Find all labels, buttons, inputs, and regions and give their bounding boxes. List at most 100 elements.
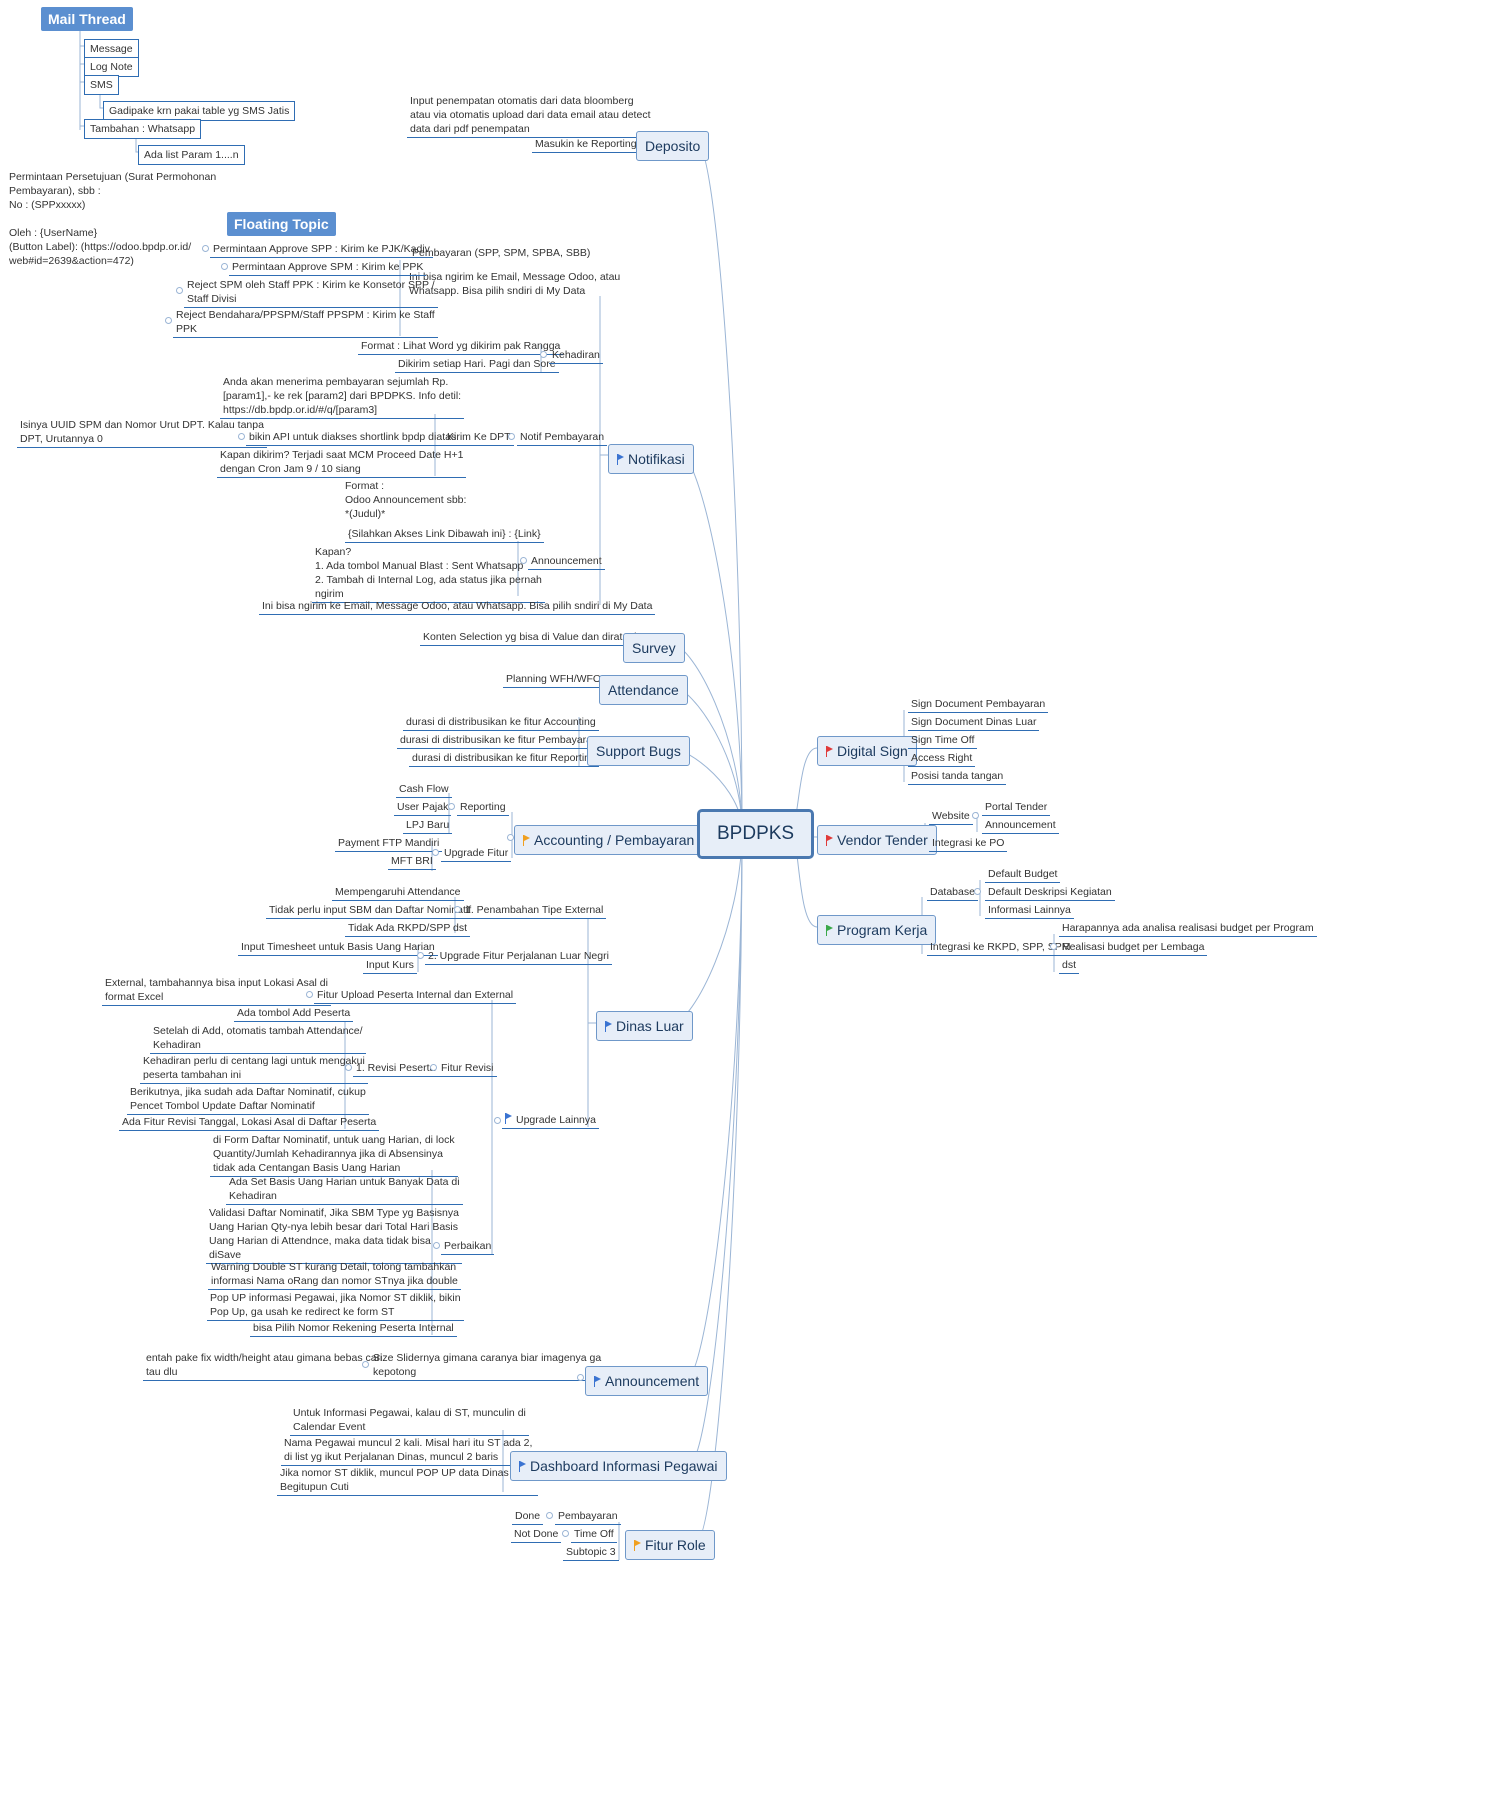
rkpd-dst[interactable]: dst bbox=[1059, 958, 1080, 974]
branch-vendor-tender[interactable]: Vendor Tender bbox=[817, 825, 937, 855]
notif-pembayaran-node[interactable]: Notif Pembayaran bbox=[517, 430, 608, 446]
dashboard-popup[interactable]: Jika nomor ST diklik, muncul POP UP data… bbox=[277, 1466, 539, 1496]
attendance-item[interactable]: Planning WFH/WFO bbox=[503, 672, 605, 688]
perbaikan-validasi[interactable]: Validasi Daftar Nominatif, Jika SBM Type… bbox=[206, 1206, 462, 1264]
rkpd-analisa[interactable]: Harapannya ada analisa realisasi budget … bbox=[1059, 921, 1317, 937]
branch-accounting[interactable]: Accounting / Pembayaran bbox=[514, 825, 704, 855]
branch-attendance[interactable]: Attendance bbox=[599, 675, 688, 705]
ann-link[interactable]: {Silahkan Akses Link Dibawah ini} : {Lin… bbox=[345, 527, 544, 543]
sign-time-off[interactable]: Sign Time Off bbox=[908, 733, 978, 749]
db-default-budget[interactable]: Default Budget bbox=[985, 867, 1061, 883]
perbaikan-warning[interactable]: Warning Double ST kurang Detail, tolong … bbox=[208, 1260, 461, 1290]
dpt-api[interactable]: bikin API untuk diakses shortlink bpdp d… bbox=[246, 430, 460, 446]
db-informasi-lainnya[interactable]: Informasi Lainnya bbox=[985, 903, 1074, 919]
branch-digital-sign[interactable]: Digital Sign bbox=[817, 736, 917, 766]
sign-dinas-luar[interactable]: Sign Document Dinas Luar bbox=[908, 715, 1040, 731]
support-bug-pembayaran[interactable]: durasi di distribusikan ke fitur Pembaya… bbox=[397, 733, 601, 749]
sign-access-right[interactable]: Access Right bbox=[908, 751, 976, 767]
luar-timesheet[interactable]: Input Timesheet untuk Basis Uang Harian bbox=[238, 940, 438, 956]
branch-announcement[interactable]: Announcement bbox=[585, 1366, 709, 1396]
upgrade-mft-bri[interactable]: MFT BRI bbox=[388, 854, 436, 870]
database-node[interactable]: Database bbox=[927, 885, 978, 901]
kehadiran-format[interactable]: Format : Lihat Word yg dikirim pak Rangg… bbox=[358, 339, 564, 355]
notif-reject-bendahara[interactable]: Reject Bendahara/PPSPM/Staff PPSPM : Kir… bbox=[173, 308, 438, 338]
role-time-off[interactable]: Time Off bbox=[571, 1527, 617, 1543]
revisi-tanggal[interactable]: Ada Fitur Revisi Tanggal, Lokasi Asal di… bbox=[119, 1115, 380, 1131]
dashboard-nama[interactable]: Nama Pegawai muncul 2 kali. Misal hari i… bbox=[281, 1436, 536, 1466]
branch-survey[interactable]: Survey bbox=[623, 633, 685, 663]
luar-negri-node[interactable]: 2. Upgrade Fitur Perjalanan Luar Negri bbox=[425, 949, 612, 965]
role-status-not-done[interactable]: Not Done bbox=[511, 1527, 562, 1543]
branch-fitur-role[interactable]: Fitur Role bbox=[625, 1530, 715, 1560]
survey-item[interactable]: Konten Selection yg bisa di Value dan di… bbox=[420, 630, 646, 646]
rkpd-realisasi[interactable]: Realisasi budget per Lembaga bbox=[1059, 940, 1208, 956]
ann-format[interactable]: Format : Odoo Announcement sbb: *(Judul)… bbox=[345, 480, 467, 520]
dpt-message[interactable]: Anda akan menerima pembayaran sejumlah R… bbox=[220, 375, 465, 419]
mail-item-sms[interactable]: SMS bbox=[84, 75, 119, 95]
mail-item-param[interactable]: Ada list Param 1....n bbox=[138, 145, 245, 165]
deposito-item-reporting[interactable]: Masukin ke Reporting bbox=[532, 137, 640, 153]
notif-reject-spm[interactable]: Reject SPM oleh Staff PPK : Kirim ke Kon… bbox=[184, 278, 438, 308]
branch-support-bugs[interactable]: Support Bugs bbox=[587, 736, 690, 766]
luar-kurs[interactable]: Input Kurs bbox=[363, 958, 417, 974]
revisi-attendance[interactable]: Setelah di Add, otomatis tambah Attendan… bbox=[150, 1024, 366, 1054]
tipe-external-node[interactable]: 1. Penambahan Tipe External bbox=[462, 903, 607, 919]
db-default-deskripsi[interactable]: Default Deskripsi Kegiatan bbox=[985, 885, 1115, 901]
perbaikan-popup[interactable]: Pop UP informasi Pegawai, jika Nomor ST … bbox=[207, 1291, 464, 1321]
kirim-dpt-node[interactable]: Kirim Ke DPT bbox=[444, 430, 514, 446]
integrasi-rkpd-node[interactable]: Integrasi ke RKPD, SPP, SPM bbox=[927, 940, 1074, 956]
announcement-node[interactable]: Announcement bbox=[528, 554, 605, 570]
role-subtopic-3[interactable]: Subtopic 3 bbox=[563, 1545, 619, 1561]
upgrade-ftp-mandiri[interactable]: Payment FTP Mandiri bbox=[335, 836, 443, 852]
mail-item-message[interactable]: Message bbox=[84, 39, 139, 59]
perbaikan-lock[interactable]: di Form Daftar Nominatif, untuk uang Har… bbox=[210, 1133, 458, 1177]
role-pembayaran[interactable]: Pembayaran bbox=[555, 1509, 621, 1525]
perbaikan-basis[interactable]: Ada Set Basis Uang Harian untuk Banyak D… bbox=[226, 1175, 463, 1205]
mail-item-log-note[interactable]: Log Note bbox=[84, 57, 139, 77]
revisi-peserta-node[interactable]: 1. Revisi Peserta bbox=[353, 1061, 439, 1077]
integrasi-po[interactable]: Integrasi ke PO bbox=[929, 836, 1008, 852]
tipe-attendance[interactable]: Mempengaruhi Attendance bbox=[332, 885, 464, 901]
notif-pembayaran-title[interactable]: Pembayaran (SPP, SPM, SPBA, SBB) bbox=[412, 247, 591, 259]
tipe-sbm[interactable]: Tidak perlu input SBM dan Daftar Nominat… bbox=[266, 903, 475, 919]
branch-dinas-luar[interactable]: Dinas Luar bbox=[596, 1011, 693, 1041]
uuid-note[interactable]: Isinya UUID SPM dan Nomor Urut DPT. Kala… bbox=[17, 418, 267, 448]
mail-item-sms-note[interactable]: Gadipake krn pakai table yg SMS Jatis bbox=[103, 101, 296, 121]
fitur-upload-node[interactable]: Fitur Upload Peserta Internal dan Extern… bbox=[314, 988, 517, 1004]
sign-pembayaran[interactable]: Sign Document Pembayaran bbox=[908, 697, 1049, 713]
dashboard-calendar[interactable]: Untuk Informasi Pegawai, kalau di ST, mu… bbox=[290, 1406, 529, 1436]
branch-dashboard[interactable]: Dashboard Informasi Pegawai bbox=[510, 1451, 727, 1481]
support-bug-reporting[interactable]: durasi di distribusikan ke fitur Reporti… bbox=[409, 751, 599, 767]
website-portal-tender[interactable]: Portal Tender bbox=[982, 800, 1051, 816]
deposito-item-input[interactable]: Input penempatan otomatis dari data bloo… bbox=[407, 94, 654, 138]
notif-pembayaran-note[interactable]: Ini bisa ngirim ke Email, Message Odoo, … bbox=[409, 271, 621, 297]
branch-deposito[interactable]: Deposito bbox=[636, 131, 710, 161]
mail-item-whatsapp[interactable]: Tambahan : Whatsapp bbox=[84, 119, 202, 139]
central-topic[interactable]: BPDPKS bbox=[697, 809, 815, 859]
role-status-done[interactable]: Done bbox=[512, 1509, 544, 1525]
upgrade-lainnya-node[interactable]: Upgrade Lainnya bbox=[502, 1113, 599, 1129]
perbaikan-rekening[interactable]: bisa Pilih Nomor Rekening Peserta Intern… bbox=[250, 1321, 457, 1337]
revisi-kehadiran[interactable]: Kehadiran perlu di centang lagi untuk me… bbox=[140, 1054, 368, 1084]
upgrade-fitur-node[interactable]: Upgrade Fitur bbox=[441, 846, 512, 862]
permintaan-note[interactable]: Permintaan Persetujuan (Surat Permohonan… bbox=[9, 171, 217, 267]
branch-notifikasi[interactable]: Notifikasi bbox=[608, 444, 694, 474]
announcement-note[interactable]: entah pake fix width/height atau gimana … bbox=[143, 1351, 386, 1381]
reporting-node[interactable]: Reporting bbox=[457, 800, 509, 816]
kehadiran-node[interactable]: Kehadiran bbox=[549, 348, 603, 364]
revisi-nominatif[interactable]: Berikutnya, jika sudah ada Daftar Nomina… bbox=[127, 1085, 369, 1115]
support-bug-accounting[interactable]: durasi di distribusikan ke fitur Account… bbox=[403, 715, 599, 731]
website-announcement[interactable]: Announcement bbox=[982, 818, 1059, 834]
mail-thread-topic[interactable]: Mail Thread bbox=[41, 7, 133, 31]
sign-posisi[interactable]: Posisi tanda tangan bbox=[908, 769, 1007, 785]
tipe-rkpd[interactable]: Tidak Ada RKPD/SPP dst bbox=[345, 921, 471, 937]
reporting-cash-flow[interactable]: Cash Flow bbox=[396, 782, 452, 798]
perbaikan-node[interactable]: Perbaikan bbox=[441, 1239, 495, 1255]
floating-topic[interactable]: Floating Topic bbox=[227, 212, 336, 236]
branch-program-kerja[interactable]: Program Kerja bbox=[817, 915, 937, 945]
notif-approve-spm[interactable]: Permintaan Approve SPM : Kirim ke PPK bbox=[229, 260, 427, 276]
kehadiran-schedule[interactable]: Dikirim setiap Hari. Pagi dan Sore bbox=[395, 357, 559, 373]
announcement-item[interactable]: Size Slidernya gimana caranya biar image… bbox=[370, 1351, 605, 1381]
notif-approve-spp[interactable]: Permintaan Approve SPP : Kirim ke PJK/Ka… bbox=[210, 242, 433, 258]
reporting-lpj-baru[interactable]: LPJ Baru bbox=[403, 818, 453, 834]
